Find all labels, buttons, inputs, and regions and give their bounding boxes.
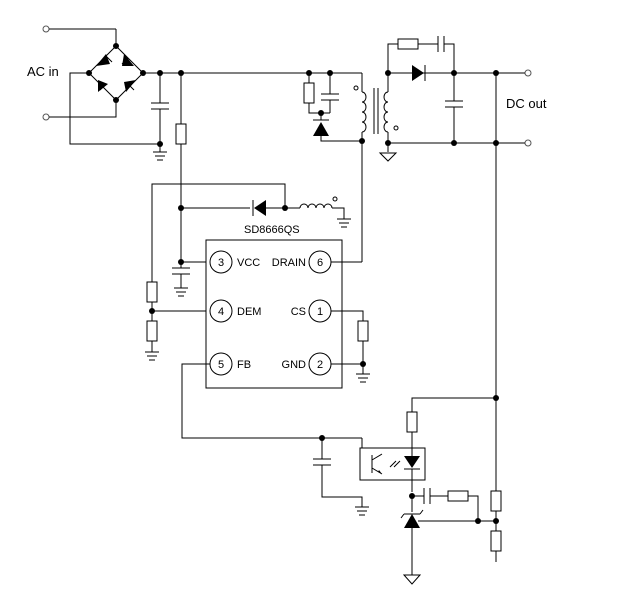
dc-out-label: DC out	[506, 96, 547, 111]
opto-resistor	[406, 397, 496, 433]
ac-input: AC in	[27, 25, 160, 145]
ac-in-terminal-bottom	[42, 113, 50, 121]
bulk-capacitor	[151, 70, 169, 161]
pin-1-number: 1	[317, 306, 323, 318]
pin-4-number: 4	[218, 306, 224, 318]
pin-2-number: 2	[317, 359, 323, 371]
optocoupler	[359, 432, 426, 492]
dc-out-terminal-bottom	[524, 139, 532, 147]
pin-2-name: GND	[282, 359, 307, 371]
pin-4-name: DEM	[237, 306, 261, 318]
bridge-rectifier	[69, 29, 160, 118]
dc-out-terminal-top	[524, 69, 532, 77]
bridge-diode-1	[96, 54, 110, 66]
pin-5-number: 5	[218, 359, 224, 371]
aux-supply	[151, 183, 351, 297]
pin-1-name: CS	[291, 306, 306, 318]
ac-in-terminal-top	[42, 25, 50, 33]
pin-6-number: 6	[317, 257, 323, 269]
pin-6-name: DRAIN	[272, 257, 306, 269]
dem-divider	[145, 281, 206, 361]
pin-3-number: 3	[218, 257, 224, 269]
pin-5-name: FB	[237, 359, 251, 371]
transformer	[353, 73, 399, 262]
bridge-diode-2	[122, 54, 134, 66]
cs-resistor	[331, 310, 370, 383]
snubber-diode	[313, 122, 329, 136]
secondary-ground	[378, 152, 398, 162]
chip-label: SD8666QS	[244, 224, 300, 236]
pin-3-name: VCC	[237, 257, 260, 269]
ac-in-label: AC in	[27, 64, 59, 79]
output-stage: DC out	[385, 36, 547, 491]
output-divider	[490, 490, 502, 562]
feedback-network	[181, 363, 369, 516]
shunt-reference	[404, 514, 420, 528]
controller-ic: SD8666QS 3 VCC 4 DEM 5 FB 6 DRAIN 1 CS 2…	[205, 224, 343, 389]
tl431-regulator	[400, 488, 496, 585]
output-diode	[412, 65, 424, 81]
snubber	[303, 70, 365, 144]
aux-diode	[254, 200, 266, 216]
feedback-ground	[402, 574, 422, 585]
startup-resistor	[175, 73, 187, 262]
